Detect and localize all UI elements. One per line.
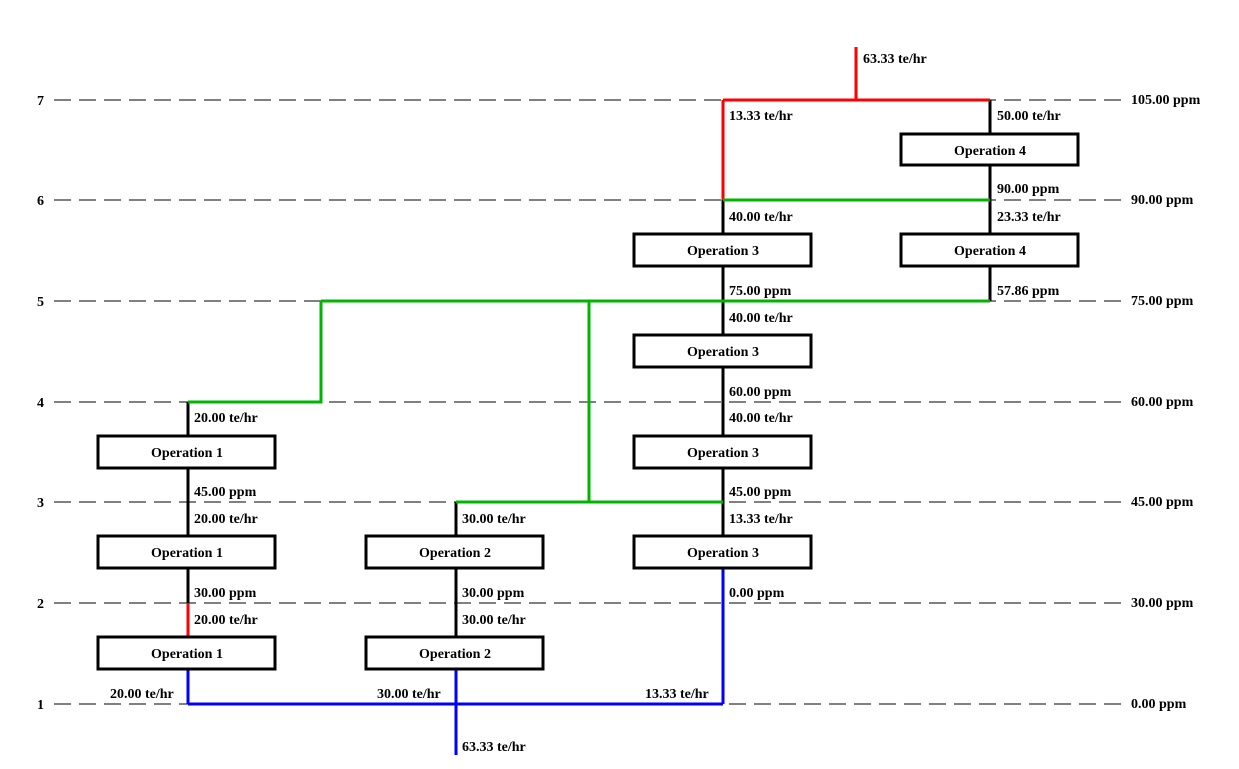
concentration-label: 75.00 ppm bbox=[729, 284, 792, 299]
svg-text:Operation 3: Operation 3 bbox=[687, 345, 759, 360]
operation-box[interactable]: Operation 3 bbox=[632, 434, 813, 470]
concentration-label: 75.00 ppm bbox=[1131, 294, 1194, 309]
concentration-label: 105.00 ppm bbox=[1131, 93, 1201, 108]
operation-box[interactable]: Operation 2 bbox=[364, 534, 545, 570]
svg-text:Operation 1: Operation 1 bbox=[151, 647, 223, 662]
svg-text:Operation 3: Operation 3 bbox=[687, 244, 759, 259]
operation-box[interactable]: Operation 3 bbox=[632, 534, 813, 570]
flow-label: 30.00 te/hr bbox=[377, 687, 441, 702]
flow-label: 13.33 te/hr bbox=[729, 109, 793, 124]
flow-label: 13.33 te/hr bbox=[645, 687, 709, 702]
svg-text:Operation 1: Operation 1 bbox=[151, 446, 223, 461]
concentration-label: 90.00 ppm bbox=[1131, 193, 1194, 208]
svg-text:Operation 4: Operation 4 bbox=[954, 144, 1026, 159]
operation-box[interactable]: Operation 1 bbox=[96, 534, 277, 570]
flow-label: 30.00 te/hr bbox=[462, 613, 526, 628]
flow-label: 23.33 te/hr bbox=[997, 210, 1061, 225]
concentration-label: 30.00 ppm bbox=[194, 586, 257, 601]
operation-box[interactable]: Operation 3 bbox=[632, 232, 813, 268]
svg-text:Operation 2: Operation 2 bbox=[419, 546, 491, 561]
flow-label: 20.00 te/hr bbox=[110, 687, 174, 702]
flow-label: 50.00 te/hr bbox=[997, 109, 1061, 124]
flow-label: 40.00 te/hr bbox=[729, 411, 793, 426]
interval-label: 2 bbox=[37, 597, 44, 612]
fresh-water-streams bbox=[186, 47, 990, 637]
concentration-label: 45.00 ppm bbox=[1131, 495, 1194, 510]
flow-label: 20.00 te/hr bbox=[194, 411, 258, 426]
svg-text:Operation 4: Operation 4 bbox=[954, 244, 1026, 259]
operation-boxes: Operation 4 Operation 3 Operation 4 Oper… bbox=[96, 132, 1080, 671]
operation-box[interactable]: Operation 2 bbox=[364, 635, 545, 671]
flow-label: 20.00 te/hr bbox=[194, 613, 258, 628]
interval-label: 3 bbox=[37, 496, 44, 511]
reuse-streams bbox=[188, 198, 990, 504]
waste-streams bbox=[186, 568, 725, 755]
concentration-label: 60.00 ppm bbox=[1131, 395, 1194, 410]
interval-label: 1 bbox=[37, 698, 44, 713]
flow-label: 20.00 te/hr bbox=[194, 512, 258, 527]
interval-label: 7 bbox=[37, 94, 44, 109]
svg-text:Operation 2: Operation 2 bbox=[419, 647, 491, 662]
operation-box[interactable]: Operation 3 bbox=[632, 333, 813, 369]
interval-label: 5 bbox=[37, 295, 44, 310]
operation-box[interactable]: Operation 4 bbox=[899, 232, 1080, 268]
interval-label: 4 bbox=[37, 396, 44, 411]
concentration-label: 60.00 ppm bbox=[729, 385, 792, 400]
reuse-line bbox=[188, 301, 323, 404]
svg-text:Operation 3: Operation 3 bbox=[687, 546, 759, 561]
svg-text:Operation 1: Operation 1 bbox=[151, 546, 223, 561]
concentration-label: 30.00 ppm bbox=[1131, 596, 1194, 611]
operation-box[interactable]: Operation 4 bbox=[899, 132, 1080, 167]
flow-label: 13.33 te/hr bbox=[729, 512, 793, 527]
interval-label: 6 bbox=[37, 194, 44, 209]
concentration-label: 0.00 ppm bbox=[1131, 697, 1187, 712]
interval-labels: 7 6 5 4 3 2 1 bbox=[37, 94, 44, 713]
concentration-label: 90.00 ppm bbox=[997, 182, 1060, 197]
operation-box[interactable]: Operation 1 bbox=[96, 635, 277, 671]
concentration-label: 30.00 ppm bbox=[462, 586, 525, 601]
concentration-label: 45.00 ppm bbox=[194, 485, 257, 500]
flow-label: 40.00 te/hr bbox=[729, 210, 793, 225]
svg-text:Operation 3: Operation 3 bbox=[687, 446, 759, 461]
concentration-label: 0.00 ppm bbox=[729, 586, 785, 601]
concentration-label: 57.86 ppm bbox=[997, 284, 1060, 299]
flow-label: 30.00 te/hr bbox=[462, 512, 526, 527]
flow-label: 63.33 te/hr bbox=[462, 740, 526, 755]
flow-label: 63.33 te/hr bbox=[863, 52, 927, 67]
concentration-labels: 105.00 ppm 90.00 ppm 75.00 ppm 60.00 ppm… bbox=[1131, 93, 1201, 712]
stream-annotations: 63.33 te/hr 13.33 te/hr 50.00 te/hr 90.0… bbox=[110, 52, 1061, 755]
operation-box[interactable]: Operation 1 bbox=[96, 434, 277, 470]
flow-label: 40.00 te/hr bbox=[729, 311, 793, 326]
concentration-label: 45.00 ppm bbox=[729, 485, 792, 500]
